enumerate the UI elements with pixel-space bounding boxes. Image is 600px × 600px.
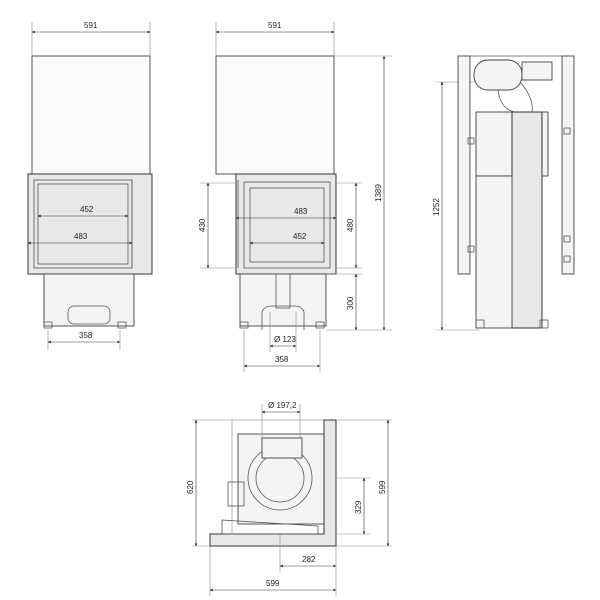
side-base-label: 358 bbox=[275, 355, 289, 364]
top-inner-height-label: 329 bbox=[354, 500, 363, 514]
top-depth-right-label: 599 bbox=[378, 480, 387, 494]
top-inner-width-label: 282 bbox=[302, 555, 316, 564]
side-glass-upper-label: 483 bbox=[294, 207, 308, 216]
front-view: 591 452 483 358 bbox=[27, 21, 153, 350]
front-base-label: 358 bbox=[79, 331, 93, 340]
top-width-bottom-label: 599 bbox=[266, 579, 280, 588]
front-base bbox=[43, 273, 135, 327]
top-depth-left-label: 620 bbox=[186, 480, 195, 494]
top-flue-label: Ø 197,2 bbox=[268, 401, 297, 410]
section-view: 1252 bbox=[432, 55, 575, 331]
side-width-label: 591 bbox=[268, 21, 282, 30]
side-door-height-label: 430 bbox=[198, 218, 207, 232]
side-firebox bbox=[235, 173, 337, 275]
front-glass-upper-label: 452 bbox=[80, 205, 94, 214]
side-base-height-label: 300 bbox=[346, 296, 355, 310]
side-total-height-label: 1389 bbox=[374, 184, 383, 202]
front-glass-lower-label: 483 bbox=[74, 232, 88, 241]
side-view: 591 483 452 430 480 1389 300 bbox=[198, 21, 392, 372]
section-flue bbox=[473, 59, 523, 91]
top-view: Ø 197,2 620 599 329 282 599 bbox=[186, 401, 392, 596]
side-glass-lower-label: 452 bbox=[293, 232, 307, 241]
front-hood bbox=[31, 55, 151, 175]
front-width-label: 591 bbox=[84, 21, 98, 30]
front-firebox bbox=[27, 173, 153, 275]
side-flue-label: Ø 123 bbox=[274, 335, 296, 344]
side-glass-height-label: 480 bbox=[346, 218, 355, 232]
side-base bbox=[239, 273, 327, 327]
section-height-label: 1252 bbox=[432, 198, 441, 216]
side-hood bbox=[215, 55, 335, 175]
